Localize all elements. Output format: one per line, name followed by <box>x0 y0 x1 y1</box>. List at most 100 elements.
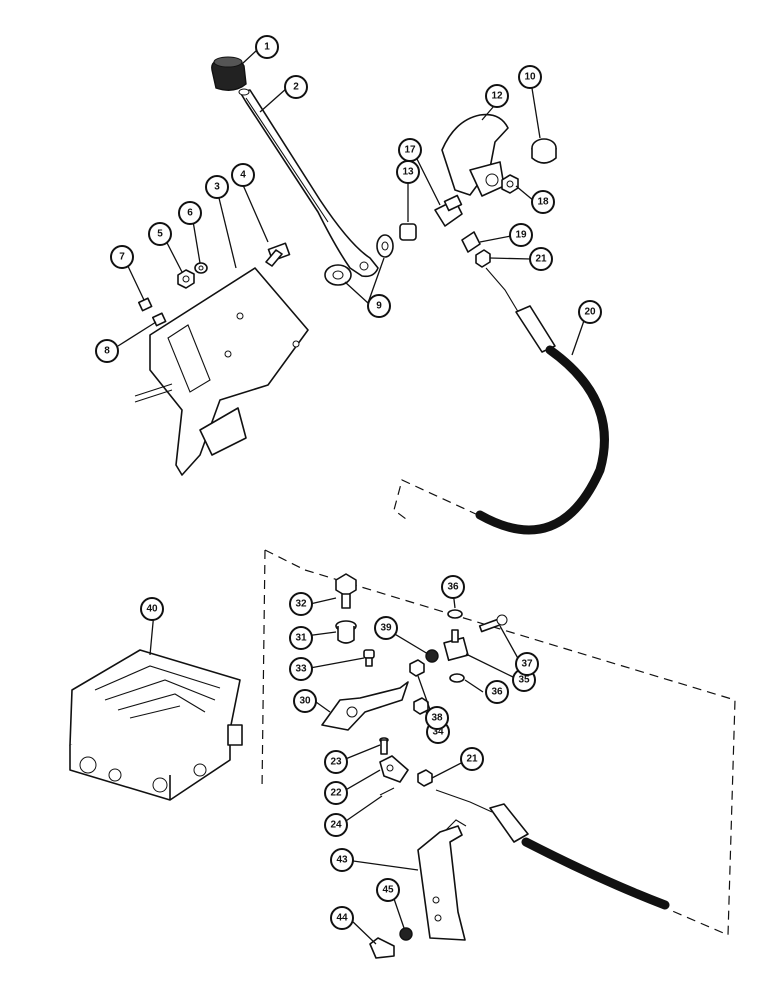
clevis-22 <box>379 755 409 783</box>
callout-37: 37 <box>515 652 539 676</box>
svg-text:3: 3 <box>214 182 220 193</box>
svg-text:17: 17 <box>404 145 416 156</box>
callout-2: 4 <box>231 163 255 187</box>
svg-text:36: 36 <box>491 687 503 698</box>
nut-34 <box>413 697 429 715</box>
callout-33: 33 <box>289 657 313 681</box>
callout-45: 45 <box>376 878 400 902</box>
svg-text:6: 6 <box>187 208 193 219</box>
callout-13: 13 <box>396 160 420 184</box>
svg-text:13: 13 <box>402 167 414 178</box>
callout-17: 17 <box>398 138 422 162</box>
svg-text:9: 9 <box>376 301 382 312</box>
callout-31: 31 <box>289 626 313 650</box>
svg-text:4: 4 <box>240 170 246 181</box>
callout-7: 2 <box>284 75 308 99</box>
bushing-10 <box>531 138 557 164</box>
svg-text:31: 31 <box>295 633 307 644</box>
washer-36-top <box>447 609 463 619</box>
callout-30: 30 <box>293 689 317 713</box>
svg-text:34: 34 <box>432 727 444 738</box>
svg-text:33: 33 <box>295 664 307 675</box>
svg-text:18: 18 <box>537 197 549 208</box>
callout-1: 3 <box>205 175 229 199</box>
callout-21-lower: 21 <box>460 747 484 771</box>
lockwasher-45 <box>399 927 413 941</box>
callout-23: 23 <box>324 750 348 774</box>
callout-6: 8 <box>95 339 119 363</box>
swivel-block-35 <box>443 629 469 662</box>
svg-text:39: 39 <box>380 623 392 634</box>
bushing-31 <box>335 620 357 644</box>
callout-36-top: 36 <box>441 575 465 599</box>
callout-39: 39 <box>374 616 398 640</box>
callout-20: 20 <box>578 300 602 324</box>
svg-text:5: 5 <box>157 229 163 240</box>
svg-text:21: 21 <box>466 754 478 765</box>
screw-33 <box>363 649 375 667</box>
svg-text:21: 21 <box>535 254 547 265</box>
nut-21-lower <box>417 769 433 787</box>
callout-43: 43 <box>330 848 354 872</box>
nut-3 <box>177 269 195 289</box>
screw-37 <box>478 614 508 633</box>
callout-21-upper: 21 <box>529 247 553 271</box>
svg-text:2: 2 <box>293 82 299 93</box>
callout-24: 24 <box>324 813 348 837</box>
control-valve-body <box>69 649 243 801</box>
callout-22: 22 <box>324 781 348 805</box>
callout-38: 38 <box>425 706 449 730</box>
callout-5: 7 <box>110 245 134 269</box>
svg-text:40: 40 <box>146 604 158 615</box>
svg-text:1: 1 <box>264 42 270 53</box>
bolt-2 <box>265 242 291 267</box>
screw-5 <box>137 297 153 312</box>
cable-bracket-43 <box>417 819 467 941</box>
bolt-32 <box>335 573 357 609</box>
svg-text:43: 43 <box>336 855 348 866</box>
svg-text:32: 32 <box>295 599 307 610</box>
svg-text:23: 23 <box>330 757 342 768</box>
svg-text:38: 38 <box>431 713 443 724</box>
callout-3: 5 <box>148 222 172 246</box>
callout-36-bottom: 36 <box>485 680 509 704</box>
shift-quadrant <box>441 113 509 197</box>
lever-30 <box>321 681 409 731</box>
boot-19 <box>461 231 481 253</box>
svg-text:22: 22 <box>330 788 342 799</box>
lockwasher-4 <box>194 262 208 274</box>
svg-text:20: 20 <box>584 307 596 318</box>
routing-lines <box>261 479 736 936</box>
leader-lines <box>117 49 588 945</box>
washer-36-bottom <box>449 673 465 683</box>
svg-text:35: 35 <box>518 675 530 686</box>
svg-text:30: 30 <box>299 696 311 707</box>
swivel-17 <box>434 194 463 227</box>
shift-cable-lower <box>435 789 670 910</box>
washers <box>324 234 394 286</box>
nut-21-upper <box>475 249 491 268</box>
bolt-44 <box>369 937 395 959</box>
svg-text:24: 24 <box>330 820 342 831</box>
nut-18 <box>501 174 519 194</box>
nut-38 <box>409 659 425 677</box>
lockwasher-39 <box>425 649 439 663</box>
svg-text:45: 45 <box>382 885 394 896</box>
cotter-pin-24 <box>379 787 395 796</box>
callout-19: 19 <box>509 223 533 247</box>
shift-lever <box>238 88 379 278</box>
callout-9: 9 <box>367 294 391 318</box>
callout-32: 32 <box>289 592 313 616</box>
svg-text:19: 19 <box>515 230 527 241</box>
svg-text:37: 37 <box>521 659 533 670</box>
svg-text:12: 12 <box>491 91 503 102</box>
svg-text:36: 36 <box>447 582 459 593</box>
callout-10: 10 <box>518 65 542 89</box>
callout-8: 1 <box>255 35 279 59</box>
pin-23 <box>379 737 389 755</box>
callout-44: 44 <box>330 906 354 930</box>
svg-text:10: 10 <box>524 72 536 83</box>
callout-18: 18 <box>531 190 555 214</box>
